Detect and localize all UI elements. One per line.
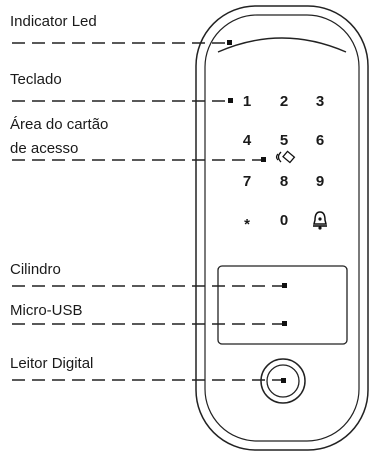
key-star: * [244,216,250,233]
key-6: 6 [316,132,324,149]
device-body-outer [195,5,369,451]
key-4: 4 [243,132,252,149]
led-indicator-arc [217,37,347,53]
leader-usb-end [282,321,287,326]
leader-fingerprint-end [281,378,286,383]
key-7: 7 [243,173,251,190]
leader-keypad-end [228,98,233,103]
fingerprint-reader [260,358,306,404]
leader-cylinder-end [282,283,287,288]
card-symbol-icon [275,150,296,164]
label-card-area-line2: de acesso [10,140,78,157]
key-9: 9 [316,173,324,190]
key-0: 0 [280,212,288,229]
key-2: 2 [280,93,288,110]
key-1: 1 [243,93,251,110]
label-teclado: Teclado [10,71,62,88]
label-indicator-led: Indicator Led [10,13,97,30]
cylinder-usb-panel [217,265,348,345]
key-3: 3 [316,93,324,110]
label-cilindro: Cilindro [10,261,61,278]
leader-card-end [261,157,266,162]
bell-icon [313,211,327,230]
label-micro-usb: Micro-USB [10,302,83,319]
leader-led-end [227,40,232,45]
key-5: 5 [280,132,288,149]
label-card-area-line1: Área do cartão [10,116,108,133]
label-leitor-digital: Leitor Digital [10,355,93,372]
keypad: 1 2 3 4 5 6 7 8 9 * 0 [243,93,324,233]
key-8: 8 [280,173,288,190]
device-body-inner [204,14,360,442]
